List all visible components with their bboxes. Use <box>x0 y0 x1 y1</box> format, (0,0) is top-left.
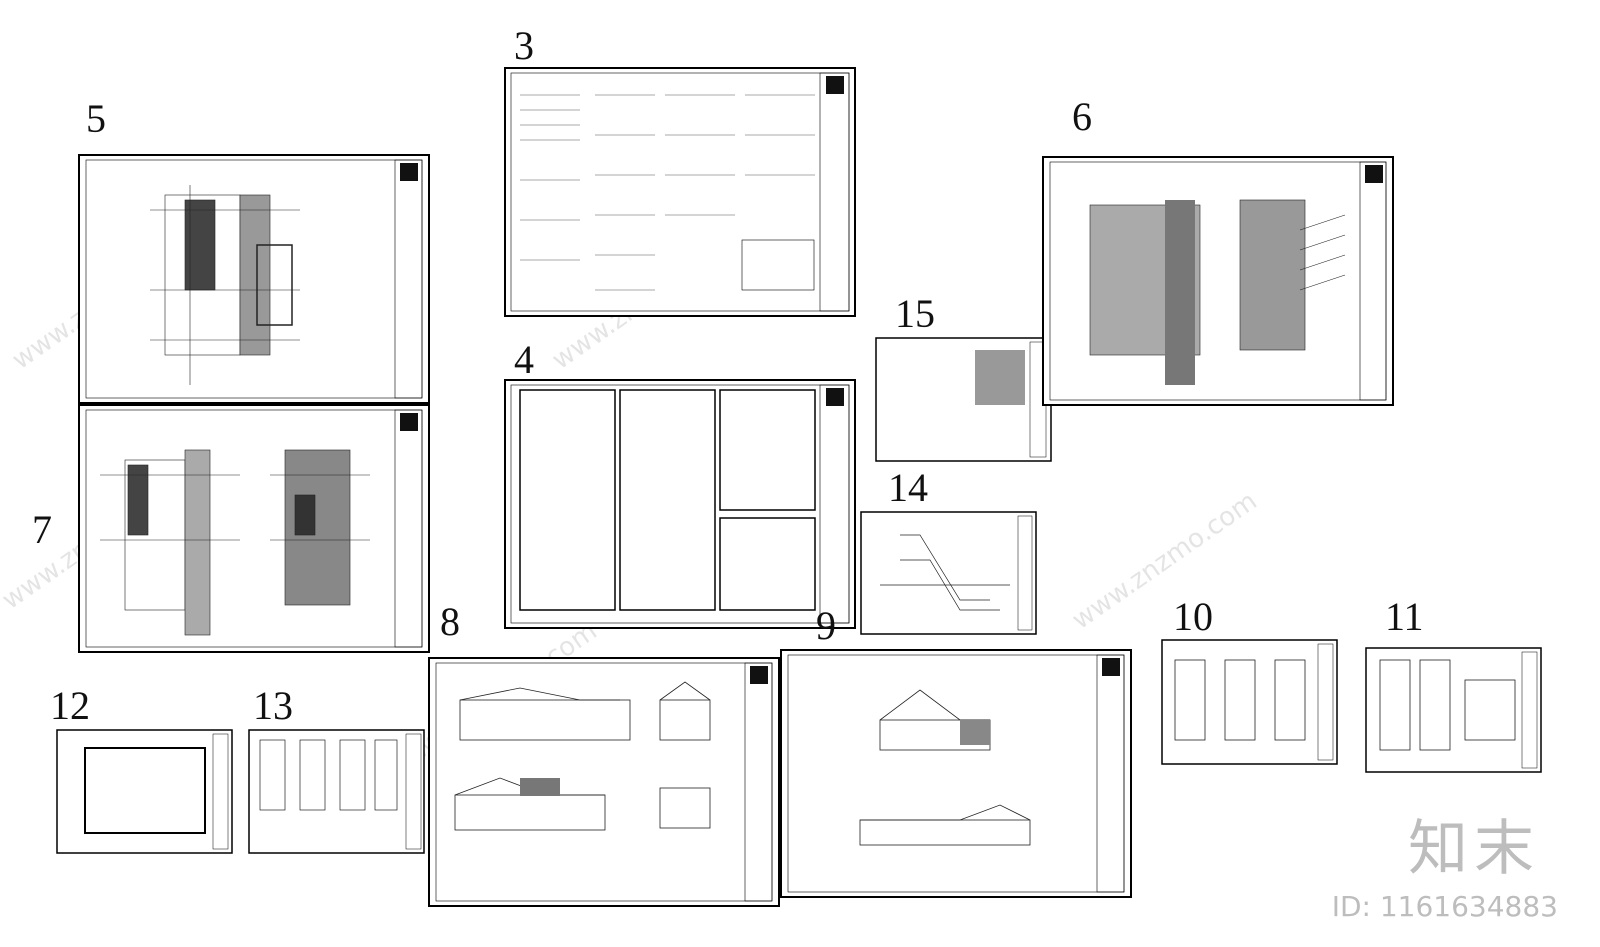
sheet-14[interactable] <box>860 511 1037 635</box>
watermark-brand: 知末 <box>1408 814 1540 884</box>
sheet-label-6: 6 <box>1072 94 1092 139</box>
sheet-13[interactable] <box>248 729 425 854</box>
sheet-11[interactable] <box>1365 647 1542 773</box>
sheet-label-11: 11 <box>1385 594 1424 639</box>
sheet-label-10: 10 <box>1173 594 1213 639</box>
sheet-12[interactable] <box>56 729 233 854</box>
sheet-7[interactable] <box>78 404 430 653</box>
watermark-text: www.znzmo.com <box>1067 486 1263 636</box>
sheet-label-8: 8 <box>440 599 460 644</box>
sheet-15[interactable] <box>875 337 1052 462</box>
sheet-10[interactable] <box>1161 639 1338 765</box>
sheet-label-13: 13 <box>253 683 293 728</box>
sheet-9[interactable] <box>780 649 1132 898</box>
sheet-label-5: 5 <box>86 96 106 141</box>
sheet-label-12: 12 <box>50 683 90 728</box>
sheet-6[interactable] <box>1042 156 1394 406</box>
sheet-8[interactable] <box>428 657 780 907</box>
sheet-label-3: 3 <box>514 23 534 68</box>
sheet-label-14: 14 <box>888 465 928 510</box>
sheet-label-15: 15 <box>895 291 935 336</box>
sheet-3[interactable] <box>504 67 856 317</box>
sheet-5[interactable] <box>78 154 430 404</box>
sheet-label-9: 9 <box>816 603 836 648</box>
sheet-label-7: 7 <box>32 507 52 552</box>
watermark-id: ID: 1161634883 <box>1331 890 1558 923</box>
sheet-4[interactable] <box>504 379 856 629</box>
sheet-label-4: 4 <box>514 337 534 382</box>
